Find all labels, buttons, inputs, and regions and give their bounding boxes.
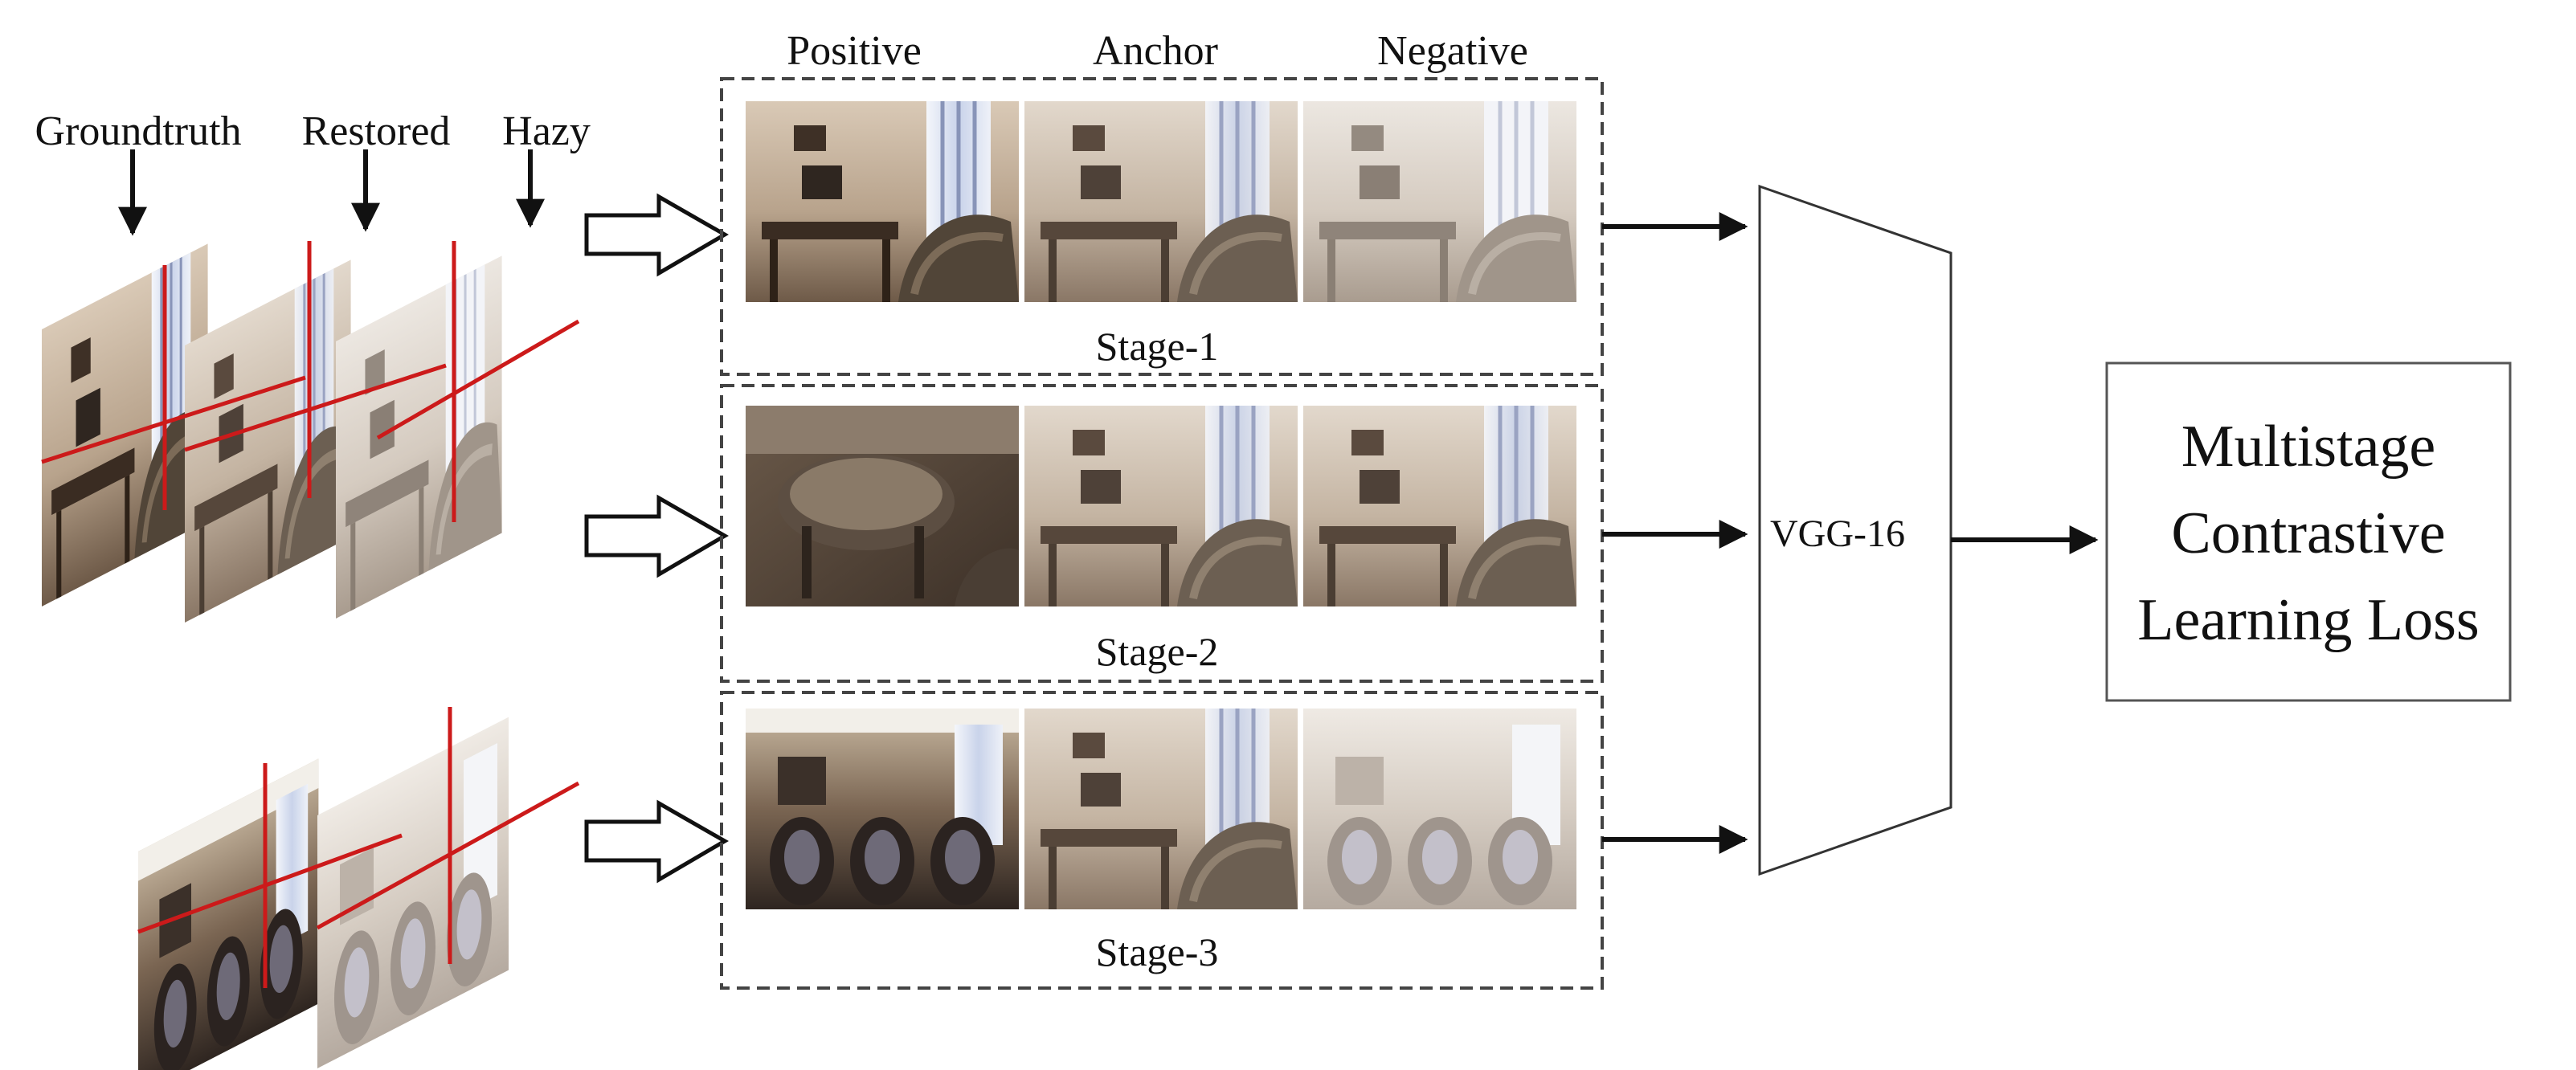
label-restored: Restored [302, 108, 451, 154]
stage-3-positive-image [746, 709, 1019, 909]
crop-line [184, 363, 447, 452]
loss-line-2: Contrastive [2171, 500, 2445, 566]
input-stack-bottom [137, 707, 580, 1070]
label-hazy: Hazy [502, 108, 591, 154]
image-hazy [336, 255, 502, 619]
stage-2-label: Stage-2 [1096, 629, 1219, 674]
stage-1-label: Stage-1 [1096, 324, 1219, 369]
stage-1-anchor-image [1024, 101, 1298, 302]
stage-3-panel: Stage-3 [720, 691, 1604, 990]
input-stack-top [41, 241, 580, 623]
stage-1-positive-image [746, 101, 1019, 302]
image-hazy-dining [317, 717, 509, 1068]
hollow-arrow-stage-3 [584, 799, 729, 884]
image-groundtruth [42, 243, 208, 606]
loss-box [2105, 361, 2512, 702]
stage-2-panel: Stage-2 [720, 384, 1604, 683]
loss-line-1: Multistage [2181, 414, 2436, 480]
stage-3-negative-image [1303, 709, 1576, 909]
stage-2-anchor-image [1024, 406, 1298, 606]
stage-2-positive-image [746, 406, 1019, 606]
hollow-arrow-stage-1 [584, 193, 729, 277]
crop-line [137, 833, 403, 934]
crop-line [376, 319, 580, 440]
header-positive: Positive [787, 28, 922, 74]
stage-1-negative-image [1303, 101, 1576, 302]
crop-line [41, 375, 306, 464]
vgg-encoder-block [1758, 184, 1952, 876]
header-negative: Negative [1377, 28, 1528, 74]
image-groundtruth-dining [138, 758, 319, 1070]
stage-1-panel: Stage-1 [720, 77, 1604, 376]
vgg-label: VGG-16 [1770, 513, 1905, 555]
stage-3-anchor-image [1024, 709, 1298, 909]
stage-3-label: Stage-3 [1096, 929, 1219, 974]
stage-2-negative-image [1303, 406, 1576, 606]
loss-line-3: Learning Loss [2137, 587, 2479, 653]
label-groundtruth: Groundtruth [35, 108, 241, 154]
hollow-arrow-stage-2 [584, 494, 729, 578]
header-anchor: Anchor [1093, 28, 1218, 74]
